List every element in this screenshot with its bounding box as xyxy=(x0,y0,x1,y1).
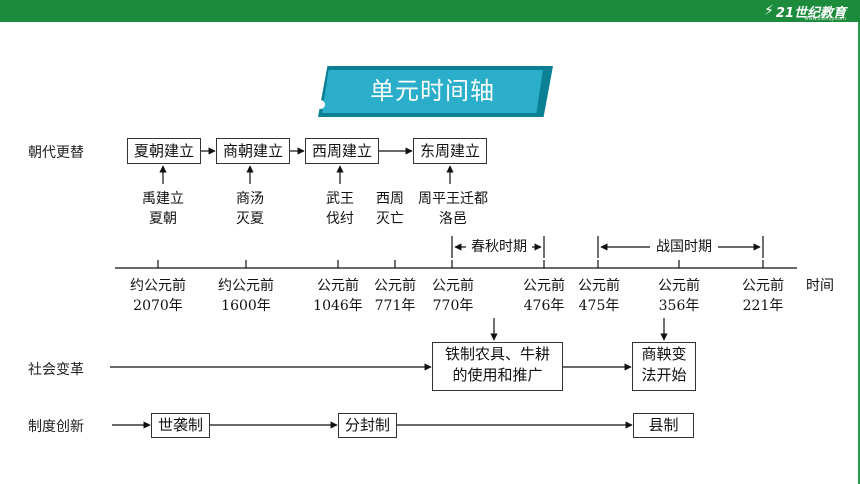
system-box-county: 县制 xyxy=(633,413,694,438)
brand-url: www.21cnjy.com xyxy=(804,16,846,22)
banner-dot xyxy=(316,100,325,109)
runner-icon: ⚡ xyxy=(764,3,774,19)
society-box-iron: 铁制农具、牛耕的使用和推广 xyxy=(432,342,563,391)
right-edge-line xyxy=(858,22,860,484)
dynasty-box-xizhou: 西周建立 xyxy=(305,138,379,164)
period-chunqiu: 春秋时期 xyxy=(466,237,532,257)
axis-label-time: 时间 xyxy=(806,278,834,294)
row-label-dynasty: 朝代更替 xyxy=(28,145,84,161)
event-label: 商汤灭夏 xyxy=(236,191,264,227)
dynasty-box-shang: 商朝建立 xyxy=(216,138,290,164)
society-box-shangyang: 商鞅变法开始 xyxy=(632,342,696,391)
top-bar: ⚡ 21世纪教育 www.21cnjy.com xyxy=(0,0,860,22)
row-label-society: 社会变革 xyxy=(28,362,84,378)
brand-text: 21世纪教育 xyxy=(775,5,846,21)
brand-logo: ⚡ 21世纪教育 www.21cnjy.com xyxy=(764,1,846,22)
row-label-system: 制度创新 xyxy=(28,419,84,435)
event-label: 周平王迁都洛邑 xyxy=(418,191,488,227)
system-box-enfeoffment: 分封制 xyxy=(338,413,397,438)
event-label: 禹建立夏朝 xyxy=(142,191,184,227)
period-zhanguo: 战国时期 xyxy=(650,237,718,257)
dynasty-box-xia: 夏朝建立 xyxy=(127,138,201,164)
page-title: 单元时间轴 xyxy=(322,70,543,113)
system-box-hereditary: 世袭制 xyxy=(151,413,210,438)
event-label: 武王伐纣 xyxy=(326,191,354,227)
event-label: 西周灭亡 xyxy=(376,191,404,227)
dynasty-box-dongzhou: 东周建立 xyxy=(413,138,487,164)
